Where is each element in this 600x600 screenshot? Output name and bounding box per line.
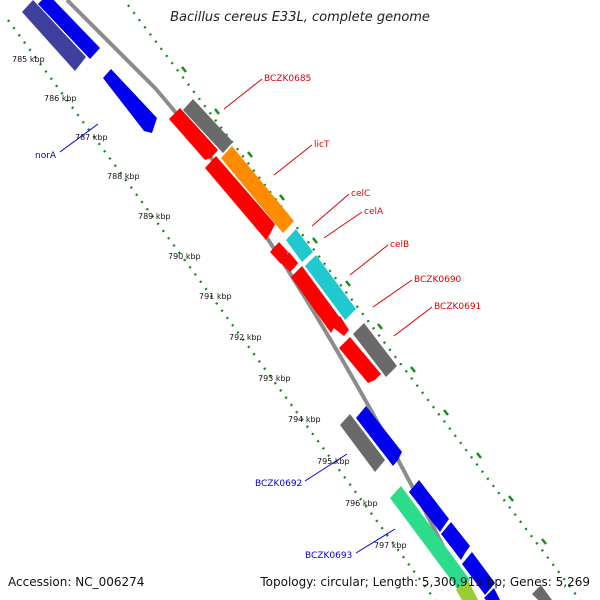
scale-label-786: 786 kbp [44,94,77,103]
scale-label-796: 796 kbp [345,499,378,508]
gene-red-2 [205,156,275,240]
label-lict: licT [314,140,330,150]
gene-blue-low-1 [409,480,449,532]
label-leaders-red [223,78,433,337]
gene-bczk0691 [353,323,397,377]
gene-red-4 [280,252,298,272]
label-cela: celA [364,207,384,217]
label-bczk0690: BCZK0690 [414,275,462,285]
scale-label-795: 795 kbp [317,457,350,466]
scale-label-792: 792 kbp [229,333,262,342]
label-bczk0691: BCZK0691 [434,302,481,312]
scale-label-789: 789 kbp [138,212,171,221]
gene-blue-low-2 [441,522,470,560]
scale-label-790: 790 kbp [168,252,201,261]
genome-summary-text: Topology: circular; Length: 5,300,915 bp… [260,575,590,589]
scale-labels: 785 kbp 786 kbp 787 kbp 788 kbp 789 kbp … [12,55,407,550]
gene-bczk0685 [183,99,233,153]
gene-bczk0693 [390,486,470,592]
gene-labels: BCZK0685 licT celC celA celB BCZK0690 BC… [35,74,481,561]
gene-block-navy [22,0,86,71]
gene-red-7 [339,337,381,383]
scale-label-788: 788 kbp [107,172,140,181]
label-bczk0693: BCZK0693 [305,551,352,561]
gene-green-tail [456,580,478,600]
accession-text: Accession: NC_006274 [8,575,145,589]
scale-label-785: 785 kbp [12,55,45,64]
outer-scale-ticks [181,66,547,545]
gene-blue-low-4 [484,588,500,600]
outer-scale-arc [127,4,581,600]
scale-label-794: 794 kbp [288,415,321,424]
gene-red-6 [331,316,349,336]
scale-label-787: 787 kbp [75,133,108,142]
gene-gray-corner [532,585,552,600]
gene-blue-mid [356,406,402,466]
label-leaders-blue [59,123,396,554]
gene-lict [221,146,294,233]
label-bczk0692: BCZK0692 [255,479,302,489]
scale-label-791: 791 kbp [199,292,232,301]
gene-celc [286,229,313,262]
gene-nora [103,69,157,133]
scale-label-793: 793 kbp [258,374,291,383]
gene-red-1 [169,108,218,160]
gene-block-blue-top [38,0,100,59]
label-celb: celB [390,240,409,250]
map-title: Bacillus cereus E33L, complete genome [170,10,430,25]
gene-blue-low-3 [462,552,495,595]
inner-scale-arc [7,19,436,600]
gene-celb [305,255,356,320]
label-bczk0685: BCZK0685 [264,74,311,84]
label-celc: celC [351,189,370,199]
gene-bczk0692 [340,414,385,472]
label-nora: norA [35,151,57,161]
scale-label-797: 797 kbp [374,541,407,550]
gene-red-5 [291,266,340,333]
